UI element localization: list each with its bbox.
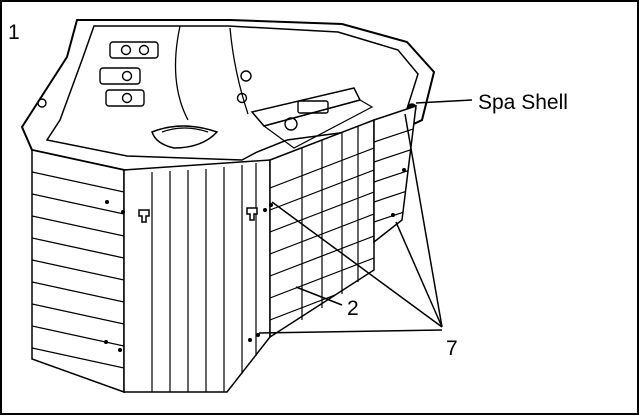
- cabinet-panel-callout: 2: [347, 298, 359, 319]
- spa-shell-label: Spa Shell: [478, 92, 568, 113]
- fastener-callout: 7: [446, 338, 458, 359]
- figure-number: 1: [8, 22, 20, 43]
